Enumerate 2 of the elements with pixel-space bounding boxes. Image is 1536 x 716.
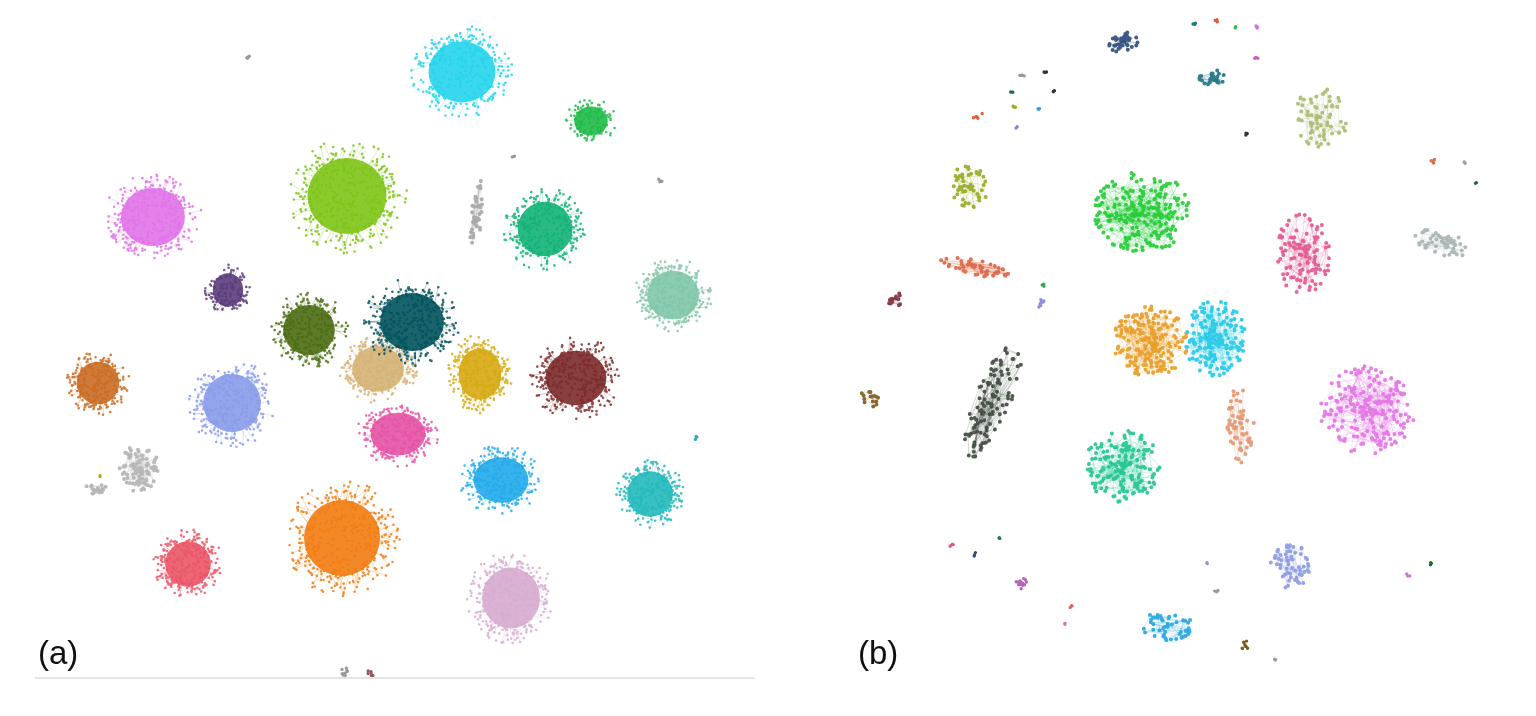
panel-label: (a) [38, 634, 79, 672]
panel-label: (b) [858, 634, 899, 672]
